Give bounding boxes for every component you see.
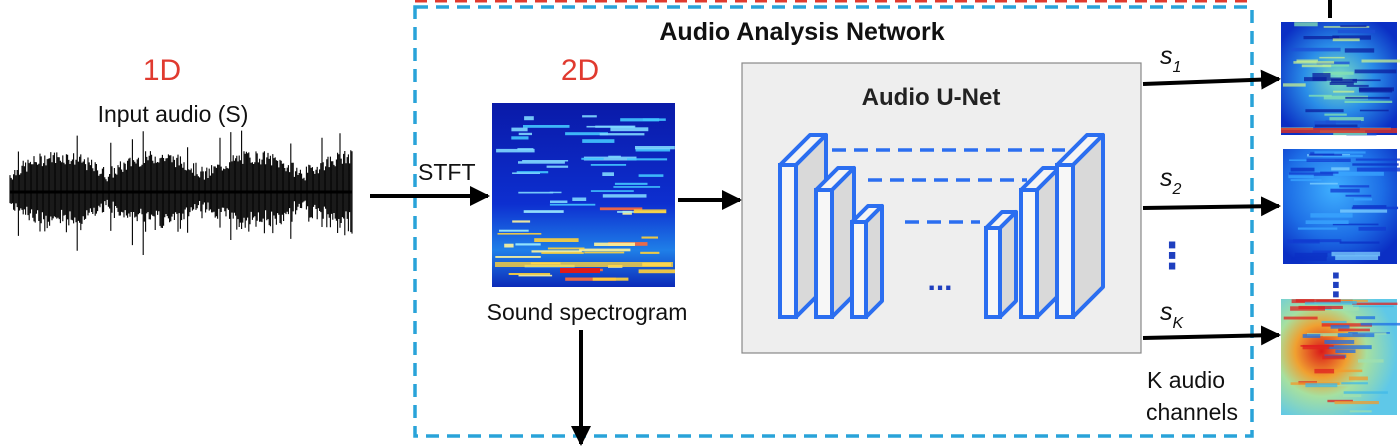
sound-spectrogram bbox=[492, 103, 675, 287]
channel-vertical-ellipsis: ⋮ bbox=[1154, 235, 1190, 276]
arrow-channel-2 bbox=[1142, 196, 1281, 217]
output-heatmap-k bbox=[1281, 299, 1400, 415]
output-vertical-ellipsis: ⋮ bbox=[1320, 267, 1352, 303]
output-caption-line-2: channels bbox=[1146, 399, 1238, 425]
channel-label-1: s1 bbox=[1160, 42, 1181, 76]
arrow-channel-1 bbox=[1142, 69, 1281, 90]
input-dimension-label: 1D bbox=[143, 54, 181, 87]
output-heatmap-1 bbox=[1281, 22, 1400, 136]
network-title: Audio Analysis Network bbox=[659, 18, 944, 46]
unet-title: Audio U-Net bbox=[862, 84, 1001, 111]
network-box bbox=[413, 5, 1254, 438]
unet-decoder-blocks bbox=[984, 133, 1105, 319]
unet-ellipsis: ... bbox=[927, 264, 952, 297]
input-waveform bbox=[9, 130, 353, 255]
channel-label-k: sK bbox=[1160, 298, 1185, 332]
output-caption-line-1: K audio bbox=[1147, 367, 1225, 393]
output-heatmap-2 bbox=[1283, 149, 1400, 264]
spectrogram-dimension-label: 2D bbox=[561, 54, 599, 87]
arrow-channel-k bbox=[1142, 325, 1281, 346]
input-audio-title: Input audio (S) bbox=[98, 101, 249, 127]
spectrogram-caption: Sound spectrogram bbox=[487, 299, 688, 325]
channel-label-2: s2 bbox=[1160, 164, 1182, 198]
stft-label: STFT bbox=[418, 159, 476, 185]
unet-encoder-blocks bbox=[778, 133, 884, 319]
